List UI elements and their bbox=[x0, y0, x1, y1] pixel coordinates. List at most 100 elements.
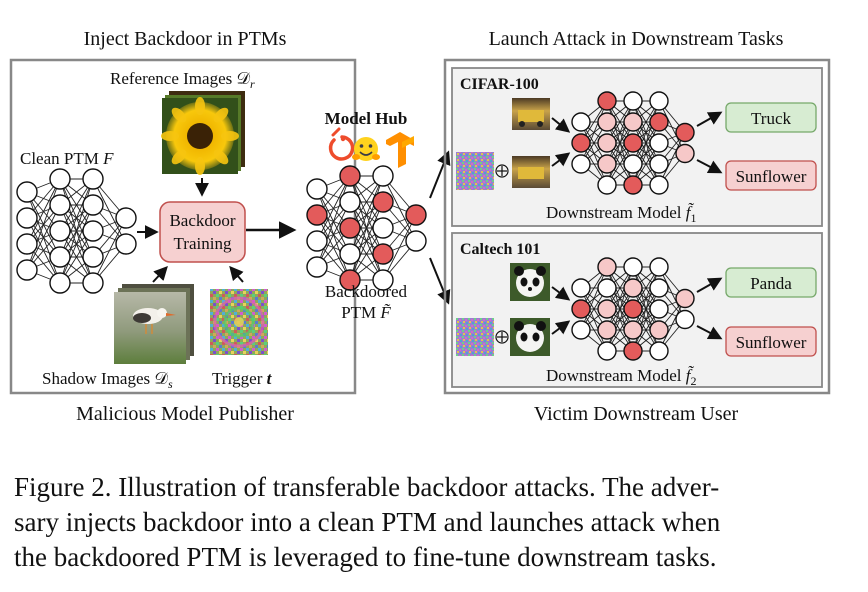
network-node bbox=[571, 320, 591, 340]
network-edge bbox=[26, 178, 61, 271]
network-node bbox=[115, 207, 137, 229]
clean-output-box: Truck bbox=[725, 102, 817, 133]
reference-images-label: Reference Images 𝒟r bbox=[110, 69, 255, 91]
dataset-label: CIFAR-100 bbox=[460, 76, 539, 93]
network-edge bbox=[606, 121, 634, 186]
tensorflow-icon bbox=[386, 132, 414, 168]
network-edge bbox=[59, 178, 94, 258]
network-node bbox=[675, 288, 695, 309]
network-node bbox=[649, 175, 669, 195]
clean-output-box: Panda bbox=[725, 267, 817, 298]
network-edge bbox=[26, 204, 61, 271]
network-edge bbox=[658, 132, 686, 186]
huggingface-icon bbox=[352, 137, 380, 161]
network-node bbox=[623, 257, 643, 277]
task-panel-caltech: Caltech 101 bbox=[451, 232, 823, 388]
left-panel-header: Inject Backdoor in PTMs bbox=[84, 28, 287, 50]
network-node bbox=[372, 217, 394, 239]
caption-line: the backdoored PTM is leveraged to fine-… bbox=[14, 542, 717, 572]
svg-text:Sunflower: Sunflower bbox=[736, 333, 807, 352]
attack-output-box: Sunflower bbox=[725, 326, 817, 357]
network-node bbox=[372, 243, 394, 265]
network-node bbox=[372, 269, 394, 291]
backdoor-training-box: Backdoor Training bbox=[159, 201, 246, 263]
network-node bbox=[649, 91, 669, 111]
network-node bbox=[571, 133, 591, 153]
network-edge bbox=[632, 287, 660, 352]
network-edge bbox=[580, 266, 608, 331]
network-node bbox=[115, 233, 137, 255]
network-node bbox=[597, 175, 617, 195]
network-node bbox=[339, 269, 361, 291]
network-node bbox=[597, 133, 617, 153]
network-edge bbox=[26, 178, 61, 245]
left-panel-footer: Malicious Model Publisher bbox=[76, 403, 294, 425]
network-node bbox=[16, 259, 38, 281]
network-node bbox=[339, 217, 361, 239]
arrow-trigger-to-training bbox=[229, 265, 244, 283]
network-node bbox=[405, 204, 427, 226]
network-node bbox=[49, 168, 71, 190]
network-edge bbox=[606, 287, 634, 352]
network-node bbox=[597, 112, 617, 132]
network-edge bbox=[382, 214, 417, 281]
model-hub-title: Model Hub bbox=[325, 109, 408, 128]
attack-output-box: Sunflower bbox=[725, 160, 817, 191]
svg-text:Training: Training bbox=[174, 234, 232, 253]
network-node bbox=[623, 299, 643, 319]
network-node bbox=[675, 122, 695, 143]
backdoored-ptm-network bbox=[306, 165, 427, 291]
dataset-label: Caltech 101 bbox=[460, 241, 540, 258]
svg-text:Backdoor: Backdoor bbox=[169, 211, 235, 230]
network-node bbox=[597, 299, 617, 319]
right-panel-header: Launch Attack in Downstream Tasks bbox=[489, 28, 784, 50]
network-node bbox=[82, 168, 104, 190]
network-node bbox=[16, 233, 38, 255]
network-node bbox=[649, 278, 669, 298]
network-node bbox=[623, 175, 643, 195]
network-edge bbox=[92, 217, 127, 284]
network-node bbox=[649, 341, 669, 361]
right-panel-footer: Victim Downstream User bbox=[534, 403, 739, 425]
network-node bbox=[306, 204, 328, 226]
network-edge bbox=[580, 100, 608, 165]
network-node bbox=[597, 257, 617, 277]
network-node bbox=[649, 257, 669, 277]
network-node bbox=[82, 220, 104, 242]
network-node bbox=[16, 207, 38, 229]
network-node bbox=[597, 341, 617, 361]
network-node bbox=[49, 272, 71, 294]
network-node bbox=[339, 165, 361, 187]
network-edge bbox=[316, 175, 351, 242]
clean-ptm-network bbox=[16, 168, 137, 294]
triggered-input bbox=[456, 318, 550, 356]
network-node bbox=[623, 112, 643, 132]
svg-text:Sunflower: Sunflower bbox=[736, 167, 807, 186]
shadow-image bbox=[114, 284, 194, 364]
panda-image bbox=[510, 263, 550, 301]
network-node bbox=[623, 133, 643, 153]
network-node bbox=[372, 165, 394, 187]
trigger-label: Trigger t bbox=[212, 369, 273, 388]
figure-2: Inject Backdoor in PTMs Malicious Model … bbox=[9, 28, 831, 425]
network-node bbox=[649, 133, 669, 153]
network-node bbox=[306, 230, 328, 252]
downstream-network-1 bbox=[571, 91, 695, 195]
network-node bbox=[306, 256, 328, 278]
network-node bbox=[405, 230, 427, 252]
network-node bbox=[649, 299, 669, 319]
network-edge bbox=[316, 201, 351, 268]
network-node bbox=[675, 309, 695, 330]
network-node bbox=[571, 278, 591, 298]
network-edge bbox=[632, 266, 660, 331]
network-node bbox=[82, 246, 104, 268]
network-edge bbox=[349, 201, 384, 281]
shadow-images-label: Shadow Images 𝒟s bbox=[42, 369, 173, 391]
pytorch-icon bbox=[328, 127, 355, 161]
arrow-shadow-to-training bbox=[152, 265, 168, 283]
downstream-network-2 bbox=[571, 257, 695, 361]
network-node bbox=[571, 154, 591, 174]
truck-image bbox=[512, 98, 550, 130]
network-node bbox=[597, 278, 617, 298]
figure-caption: Figure 2. Illustration of transferable b… bbox=[14, 470, 854, 575]
